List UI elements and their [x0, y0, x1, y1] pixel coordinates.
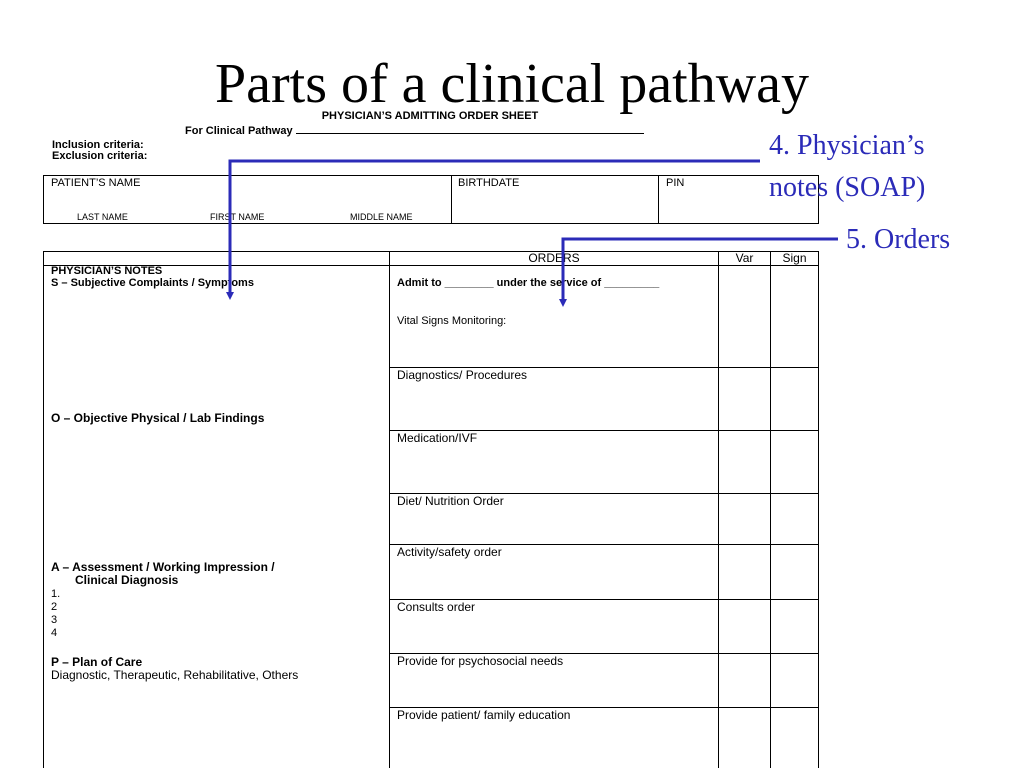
exclusion-criteria: Exclusion criteria: [52, 150, 148, 162]
patient-name-label: PATIENT’S NAME [51, 177, 141, 189]
column-divider [389, 252, 390, 768]
order-vital-signs: Vital Signs Monitoring: [397, 315, 507, 327]
pathway-label: For Clinical Pathway [185, 125, 293, 137]
order-diagnostics: Diagnostics/ Procedures [397, 368, 528, 382]
pathway-line: For Clinical Pathway [185, 124, 644, 137]
notes-assessment: A – Assessment / Working Impression / [51, 560, 275, 574]
row-divider [389, 430, 818, 431]
order-admit: Admit to ________ under the service of _… [397, 277, 660, 289]
annotation-orders: 5. Orders [846, 224, 951, 255]
order-psychosocial: Provide for psychosocial needs [397, 654, 564, 668]
notes-subjective: S – Subjective Complaints / Symptoms [51, 277, 254, 289]
sign-header: Sign [782, 251, 807, 265]
header-divider [44, 265, 818, 266]
sheet-title: PHYSICIAN’S ADMITTING ORDER SHEET [321, 110, 539, 122]
column-divider [770, 252, 771, 768]
notes-plan: P – Plan of Care [51, 655, 143, 669]
notes-plan-sub: Diagnostic, Therapeutic, Rehabilitative,… [51, 668, 299, 682]
order-medication: Medication/IVF [397, 431, 478, 445]
order-activity: Activity/safety order [397, 545, 502, 559]
notes-title: PHYSICIAN’S NOTES [51, 265, 163, 277]
annotation-notes-line1: 4. Physician’s [769, 130, 925, 161]
order-diet: Diet/ Nutrition Order [397, 494, 504, 508]
diagnosis-3: 3 [51, 614, 58, 626]
row-divider [389, 599, 818, 600]
first-name-label: FIRST NAME [210, 212, 265, 222]
row-divider [389, 493, 818, 494]
pin-label: PIN [666, 177, 685, 189]
row-divider [389, 707, 818, 708]
notes-clinical-diagnosis: Clinical Diagnosis [75, 573, 179, 587]
last-name-label: LAST NAME [77, 212, 128, 222]
order-consults: Consults order [397, 600, 476, 614]
row-divider [389, 653, 818, 654]
annotation-notes-line2: notes (SOAP) [769, 172, 926, 203]
diagnosis-1: 1. [51, 588, 61, 600]
orders-arrow [559, 237, 838, 307]
var-header: Var [735, 251, 754, 265]
row-divider [389, 544, 818, 545]
notes-arrow [226, 159, 760, 300]
order-education: Provide patient/ family education [397, 708, 571, 722]
notes-objective: O – Objective Physical / Lab Findings [51, 411, 265, 425]
patient-info-box: PATIENT’S NAME LAST NAME FIRST NAME MIDD… [43, 175, 819, 224]
row-divider [389, 367, 818, 368]
column-divider [718, 252, 719, 768]
birthdate-label: BIRTHDATE [458, 177, 520, 189]
middle-name-label: MIDDLE NAME [350, 212, 413, 222]
inclusion-criteria: Inclusion criteria: [52, 139, 144, 151]
pathway-blank [295, 124, 644, 134]
order-sheet-grid: ORDERS Var Sign PHYSICIAN’S NOTES S – Su… [43, 251, 819, 768]
divider [658, 176, 659, 223]
diagnosis-2: 2 [51, 601, 58, 613]
orders-header: ORDERS [528, 251, 580, 265]
diagnosis-4: 4 [51, 627, 58, 639]
slide-title: Parts of a clinical pathway [214, 53, 809, 115]
divider [451, 176, 452, 223]
